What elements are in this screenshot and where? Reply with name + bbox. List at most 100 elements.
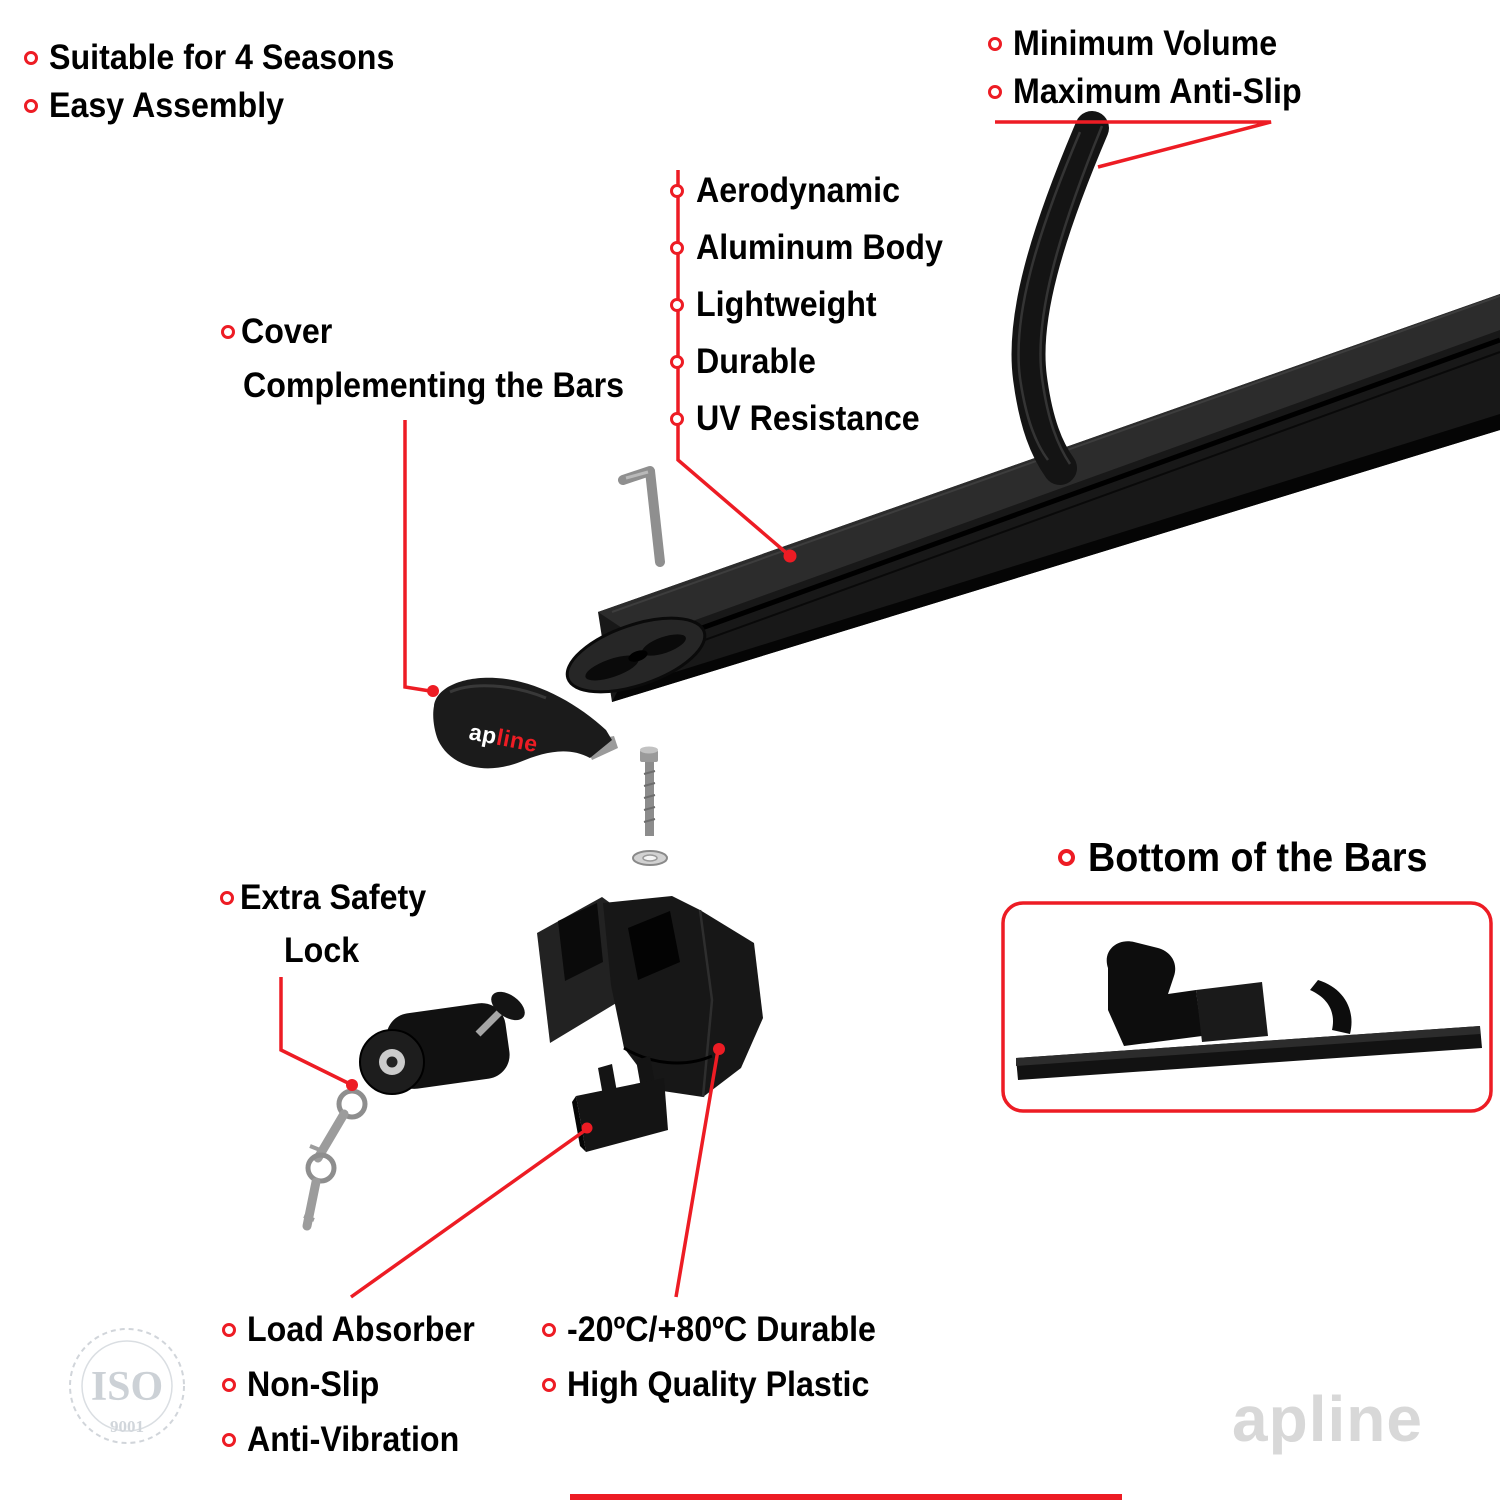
connector-lock bbox=[279, 977, 351, 1086]
bullet-ring-icon bbox=[988, 37, 1002, 51]
feature-text: -20ºC/+80ºC Durable bbox=[567, 1309, 876, 1349]
feature-text: Minimum Volume bbox=[1013, 24, 1278, 63]
pad-tab-1 bbox=[598, 1064, 617, 1096]
feature-text: Easy Assembly bbox=[49, 86, 285, 125]
safety-lock bbox=[359, 991, 525, 1095]
bullet-ring-icon bbox=[670, 183, 684, 198]
feature-row: Load Absorber bbox=[222, 1302, 495, 1357]
iso-number: 9001 bbox=[110, 1417, 144, 1436]
cover-body bbox=[433, 677, 612, 769]
allen-key-icon bbox=[618, 466, 665, 567]
feature-text: Load Absorber bbox=[247, 1309, 475, 1349]
bar-cover: apline bbox=[433, 677, 618, 769]
foot-channel bbox=[628, 911, 680, 980]
bullet-ring-icon bbox=[1058, 849, 1075, 866]
allen-key-body bbox=[618, 466, 665, 567]
bolt-head-top bbox=[640, 746, 658, 754]
bullet-ring-icon bbox=[670, 411, 684, 426]
inset-hook bbox=[1310, 980, 1352, 1034]
feature-row: -20ºC/+80ºC Durable bbox=[542, 1302, 903, 1357]
bar-end-tslot bbox=[628, 650, 648, 662]
bolt-thread bbox=[643, 818, 656, 823]
bolt-thread bbox=[643, 782, 656, 787]
feature-row: Suitable for 4 Seasons bbox=[24, 34, 424, 82]
connector-dot-pad bbox=[581, 1122, 593, 1134]
strip-groove-left bbox=[1017, 131, 1082, 461]
bullet-ring-icon bbox=[222, 1322, 236, 1337]
foot-body bbox=[603, 896, 763, 1097]
lock-pin-knob bbox=[491, 991, 525, 1021]
bullet-ring-icon bbox=[988, 85, 1002, 99]
feature-row: Lightweight bbox=[670, 276, 964, 333]
bullet-ring-icon bbox=[24, 99, 38, 113]
connector-durable bbox=[674, 1049, 720, 1298]
bullet-ring-icon bbox=[542, 1377, 556, 1392]
feature-row: Anti-Vibration bbox=[222, 1412, 495, 1467]
pad-body bbox=[576, 1078, 668, 1152]
connector-dot-bar bbox=[783, 549, 797, 563]
label-text: Extra Safety bbox=[240, 878, 427, 917]
bullet-ring-icon bbox=[542, 1322, 556, 1337]
connector-lines bbox=[279, 120, 1272, 1299]
feature-row: Minimum Volume bbox=[988, 20, 1327, 68]
feature-text: Non-Slip bbox=[247, 1364, 380, 1404]
bullet-ring-icon bbox=[670, 297, 684, 312]
connector-minimum-volume bbox=[995, 120, 1272, 169]
label-text: Cover bbox=[241, 312, 333, 351]
connector-cover bbox=[403, 420, 431, 693]
bullet-ring-icon bbox=[222, 1432, 236, 1447]
washer-hole bbox=[642, 854, 658, 862]
lock-pin-shaft bbox=[475, 1009, 503, 1037]
lock-keyhole bbox=[386, 1056, 398, 1068]
key1-tooth bbox=[309, 1144, 321, 1152]
connector-dot-cover bbox=[427, 685, 439, 697]
bottom-bars-title: Bottom of the Bars bbox=[1058, 834, 1457, 881]
feature-list-bar: Aerodynamic Aluminum Body Lightweight Du… bbox=[670, 162, 964, 447]
keys-icon bbox=[302, 1088, 368, 1231]
feature-text: High Quality Plastic bbox=[567, 1364, 870, 1404]
bottom-of-bars-panel bbox=[1001, 901, 1493, 1113]
feature-text: UV Resistance bbox=[696, 398, 920, 438]
bolt-thread bbox=[643, 806, 656, 811]
bullet-ring-icon bbox=[24, 51, 38, 65]
strip-groove-right bbox=[1039, 125, 1104, 465]
strip-body bbox=[1011, 111, 1109, 485]
bolt-icon bbox=[640, 746, 658, 836]
bolt-thread bbox=[643, 770, 656, 775]
bottom-accent-strip bbox=[570, 1494, 1122, 1500]
bar-groove bbox=[651, 337, 1500, 649]
inset-bar-highlight bbox=[1016, 1026, 1480, 1066]
iso-outer-circle bbox=[69, 1328, 185, 1444]
cover-sheen bbox=[449, 684, 547, 700]
feature-row: Non-Slip bbox=[222, 1357, 495, 1412]
feature-text: Lightweight bbox=[696, 284, 877, 324]
feature-text: Aluminum Body bbox=[696, 227, 943, 267]
bullet-ring-icon bbox=[222, 1377, 236, 1392]
inset-clamp bbox=[1106, 941, 1202, 1046]
cover-label-line1: Cover bbox=[221, 312, 340, 352]
label-text: Bottom of the Bars bbox=[1088, 834, 1428, 880]
cover-logo-ap: ap bbox=[467, 718, 499, 749]
rubber-strip bbox=[1011, 111, 1109, 485]
load-absorber-pad bbox=[572, 1056, 668, 1152]
connector-load-absorber bbox=[349, 1127, 589, 1299]
feature-row: Maximum Anti-Slip bbox=[988, 68, 1327, 116]
feature-row: High Quality Plastic bbox=[542, 1357, 903, 1412]
bar-lower-shade bbox=[612, 414, 1500, 702]
foot-facet bbox=[698, 909, 714, 1098]
iso-inner-circle bbox=[81, 1340, 173, 1432]
feature-text: Suitable for 4 Seasons bbox=[49, 38, 395, 77]
feature-row: Durable bbox=[670, 333, 964, 390]
feature-list-top-right: Minimum Volume Maximum Anti-Slip bbox=[988, 20, 1327, 116]
foot-plate-notch bbox=[558, 903, 603, 981]
bullet-ring-icon bbox=[221, 325, 235, 339]
bolt-thread bbox=[643, 794, 656, 799]
feature-row: Aerodynamic bbox=[670, 162, 964, 219]
connector-dot-lock bbox=[346, 1079, 358, 1091]
bolt-shaft bbox=[645, 762, 654, 836]
label-text: Lock bbox=[284, 931, 360, 970]
feature-list-top-left: Suitable for 4 Seasons Easy Assembly bbox=[24, 34, 424, 130]
allen-key-highlight bbox=[625, 470, 649, 480]
key1-blade bbox=[313, 1109, 349, 1163]
